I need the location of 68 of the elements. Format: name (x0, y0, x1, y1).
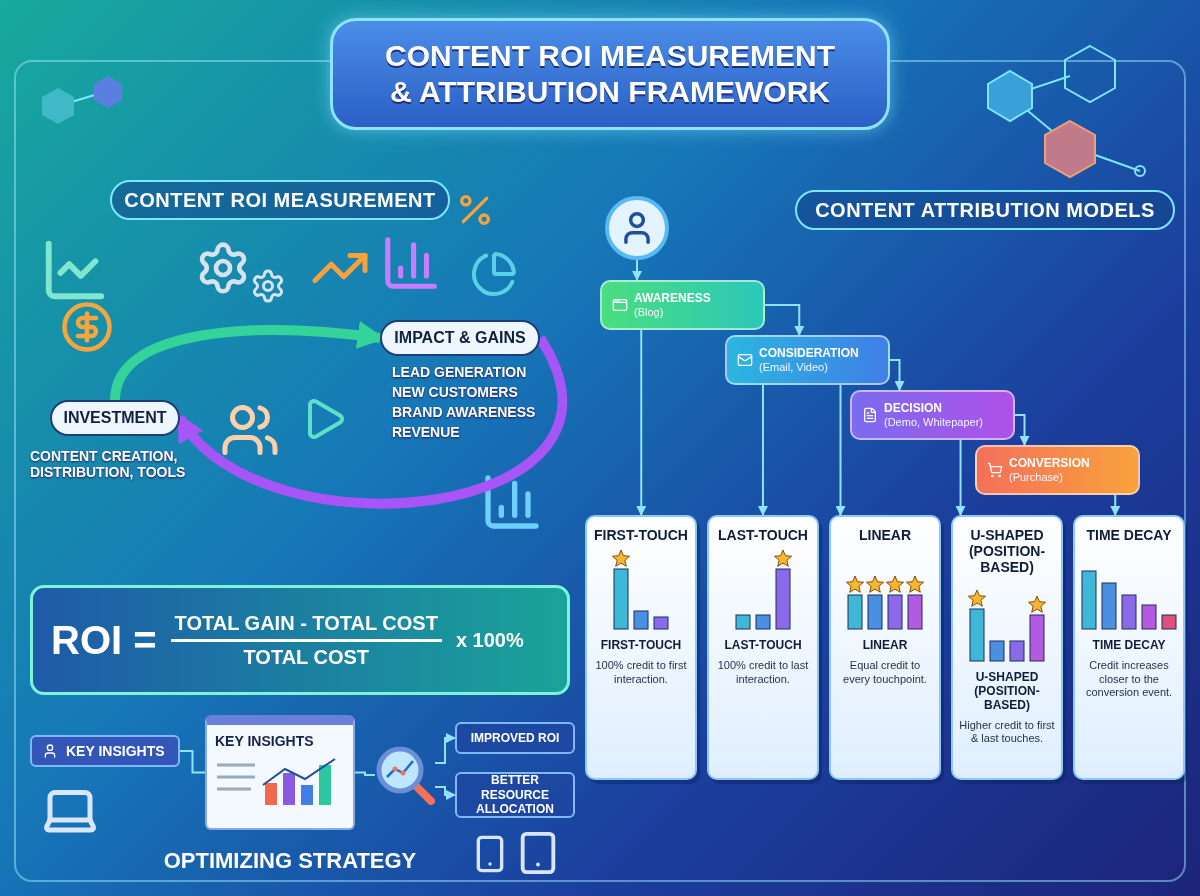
card-description: 100% credit to first interaction. (594, 658, 688, 687)
stage-detail: (Purchase) (1009, 470, 1064, 484)
tag-text: KEY INSIGHTS (66, 743, 165, 759)
model-card (585, 515, 697, 780)
arrow (955, 439, 966, 516)
card-description: Credit increases closer to the conversion event. (1084, 658, 1174, 701)
arrow (636, 329, 647, 516)
arrow (764, 304, 805, 336)
side-note: CONTENT CREATION, DISTRIBUTION, TOOLS (30, 448, 187, 481)
arrow (835, 384, 846, 516)
stage-name: CONSIDERATION (759, 346, 859, 361)
arrow (1110, 494, 1121, 516)
result-tag: BETTER RESOURCE ALLOCATION (455, 772, 575, 818)
card-description: 100% credit to last interaction. (716, 658, 810, 687)
card-description: Higher credit to first & last touches. (959, 718, 1055, 747)
stage-detail: (Demo, Whitepaper) (884, 415, 984, 429)
journey-stage-panel (600, 280, 765, 330)
chart-caption: TIME DECAY (1092, 639, 1166, 653)
formula-denominator: TOTAL COST (243, 644, 370, 669)
chart-caption: LAST-TOUCH (724, 639, 802, 653)
side-note: NEW CUSTOMERS (392, 384, 519, 401)
model-card (707, 515, 819, 780)
arrow (889, 359, 905, 391)
stage-name: AWARENESS (634, 291, 711, 306)
arrow (434, 786, 456, 800)
side-note: REVENUE (392, 424, 461, 441)
window-title: KEY INSIGHTS (215, 733, 315, 749)
model-card (1073, 515, 1185, 780)
arrow (434, 733, 456, 764)
section-heading: CONTENT ATTRIBUTION MODELS (795, 190, 1175, 230)
card-title: FIRST-TOUCH (594, 527, 688, 544)
stage-name: CONVERSION (1009, 456, 1090, 471)
connector-line (354, 771, 376, 776)
arrow (1014, 414, 1030, 446)
stage-name: DECISION (884, 401, 943, 416)
arrow (757, 384, 768, 516)
chart-caption: U-SHAPED (POSITION-BASED) (973, 671, 1041, 713)
arrow (632, 259, 642, 281)
card-title: LINEAR (858, 527, 912, 544)
result-tag: IMPROVED ROI (455, 722, 575, 754)
journey-stage-panel (850, 390, 1015, 440)
journey-stage-panel (725, 335, 890, 385)
stage-detail: (Blog) (634, 305, 665, 319)
card-title: U-SHAPED (POSITION-BASED) (967, 527, 1047, 576)
formula-panel (30, 585, 570, 695)
title-banner: CONTENT ROI MEASUREMENT & ATTRIBUTION FRAMEWORK (330, 18, 890, 130)
card-title: TIME DECAY (1086, 527, 1172, 544)
stage-label: IMPACT & GAINS (380, 320, 540, 356)
formula-numerator: TOTAL GAIN - TOTAL COST (170, 611, 442, 642)
formula-term: x 100% (455, 628, 524, 652)
card-title: LAST-TOUCH (718, 527, 808, 544)
stage-detail: (Email, Video) (759, 360, 829, 374)
side-note: BRAND AWARENESS (392, 404, 537, 421)
dashboard-window (205, 715, 355, 830)
side-note: LEAD GENERATION (392, 364, 528, 381)
card-description: Equal credit to every touchpoint. (842, 658, 928, 687)
section-caption: OPTIMIZING STRATEGY (162, 848, 418, 874)
journey-stage-panel (975, 445, 1140, 495)
cycle-arrow (176, 335, 566, 509)
model-card (951, 515, 1063, 780)
formula-term: ROI = (51, 617, 157, 663)
insight-tag (30, 735, 180, 767)
chart-caption: FIRST-TOUCH (600, 639, 682, 653)
stage-label: INVESTMENT (50, 400, 180, 436)
chart-caption: LINEAR (862, 639, 908, 653)
model-card (829, 515, 941, 780)
section-heading: CONTENT ROI MEASUREMENT (110, 180, 450, 220)
connector-line (179, 750, 206, 774)
